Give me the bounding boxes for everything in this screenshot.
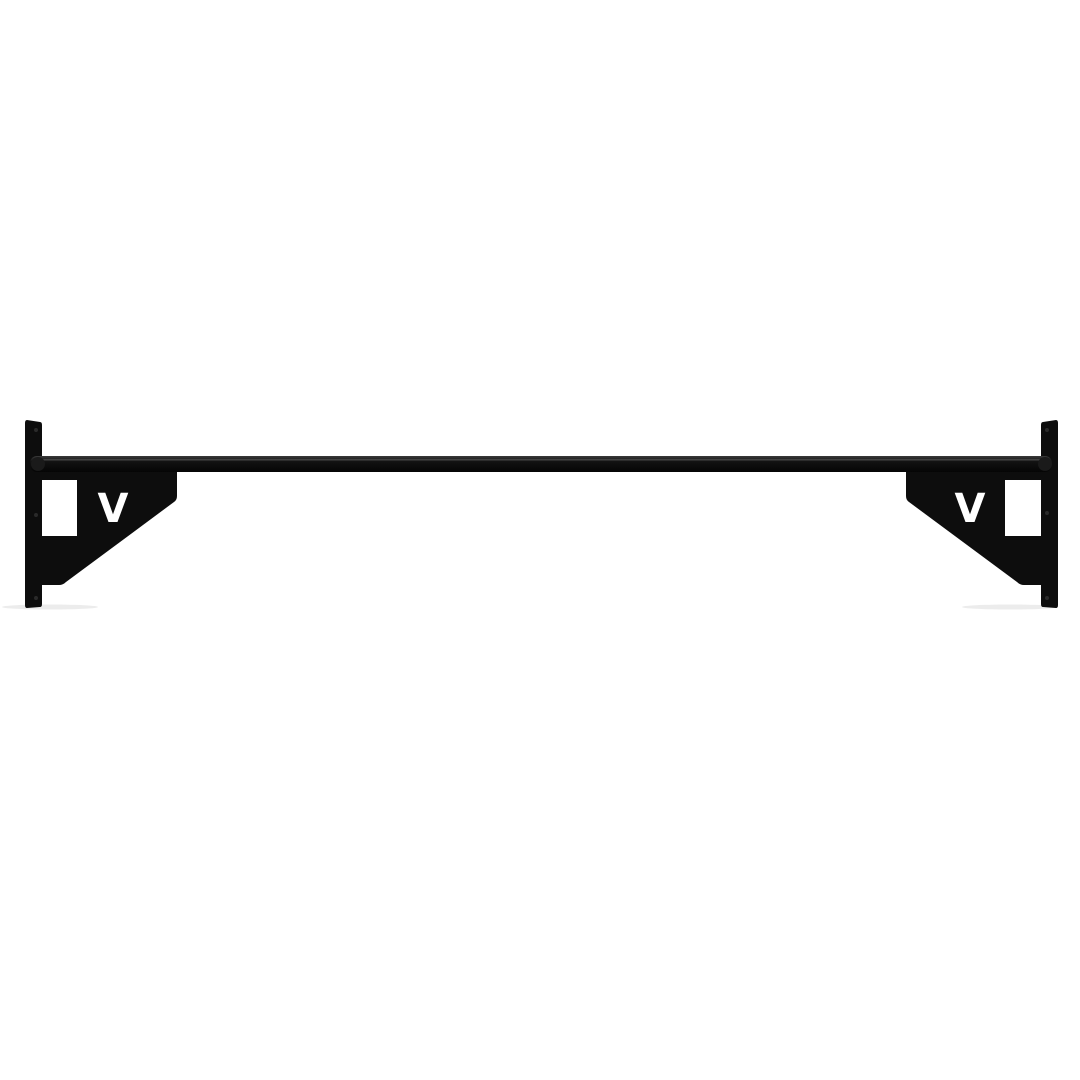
bar-end-cap-right	[1038, 457, 1052, 471]
left-mount: V	[25, 420, 177, 608]
right-bolt-hole	[1045, 511, 1049, 515]
right-wall-plate	[1041, 420, 1058, 608]
right-bracket	[906, 470, 1046, 585]
left-wall-plate	[25, 420, 42, 608]
bar-end-cap-left	[31, 457, 45, 471]
left-bolt-hole	[34, 513, 38, 517]
right-logo: V	[955, 486, 986, 532]
pull-up-bar	[30, 456, 1052, 472]
left-logo: V	[98, 486, 129, 532]
bar-tube	[30, 456, 1052, 472]
left-bolt-hole	[34, 428, 38, 432]
right-bolt-hole	[1045, 428, 1049, 432]
right-bolt-hole	[1045, 596, 1049, 600]
right-mount: V	[906, 420, 1058, 608]
left-bolt-hole	[34, 596, 38, 600]
right-floor-shadow	[962, 604, 1058, 610]
left-bracket	[34, 470, 177, 585]
left-floor-shadow	[2, 604, 98, 610]
bar-highlight	[40, 459, 1042, 461]
